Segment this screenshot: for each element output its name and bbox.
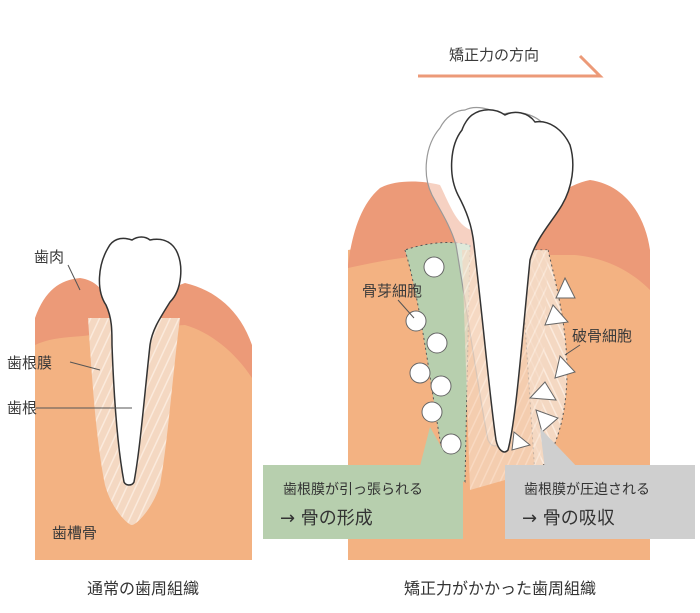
tooth-left bbox=[98, 236, 182, 486]
osteoblast-leader bbox=[397, 299, 415, 319]
tooth-moved bbox=[450, 109, 574, 453]
caption-force: 矯正力がかかった歯周組織 bbox=[404, 579, 596, 598]
label-osteoclast: 破骨細胞 bbox=[572, 327, 632, 345]
label-gum: 歯肉 bbox=[34, 248, 64, 266]
label-root: 歯根 bbox=[7, 399, 37, 417]
tension-pointer bbox=[420, 427, 452, 466]
tension-box-line2: → 骨の形成 bbox=[280, 508, 373, 529]
tension-zone bbox=[404, 242, 471, 483]
label-periodontal-ligament: 歯根膜 bbox=[7, 354, 52, 372]
compression-box-line2: → 骨の吸収 bbox=[522, 508, 615, 529]
ligament-leader bbox=[69, 361, 101, 371]
compression-box bbox=[505, 465, 695, 539]
osteoclast-cells bbox=[511, 276, 576, 451]
tension-box bbox=[263, 465, 463, 539]
caption-normal: 通常の歯周組織 bbox=[87, 579, 199, 598]
direction-label: 矯正力の方向 bbox=[449, 46, 539, 64]
compression-pointer bbox=[540, 428, 580, 470]
normal-tissue-illustration bbox=[35, 236, 252, 560]
compression-box-line1: 歯根膜が圧迫される bbox=[524, 482, 650, 498]
label-alveolar-bone: 歯槽骨 bbox=[52, 524, 97, 542]
direction-arrow bbox=[418, 54, 604, 78]
label-osteoblast: 骨芽細胞 bbox=[362, 282, 422, 300]
gum-leader bbox=[67, 264, 81, 291]
osteoblast-cells bbox=[405, 256, 462, 455]
tension-box-line1: 歯根膜が引っ張られる bbox=[283, 482, 423, 498]
osteoclast-leader bbox=[564, 344, 581, 356]
force-tissue-illustration bbox=[263, 106, 695, 560]
gum-left bbox=[35, 278, 252, 378]
